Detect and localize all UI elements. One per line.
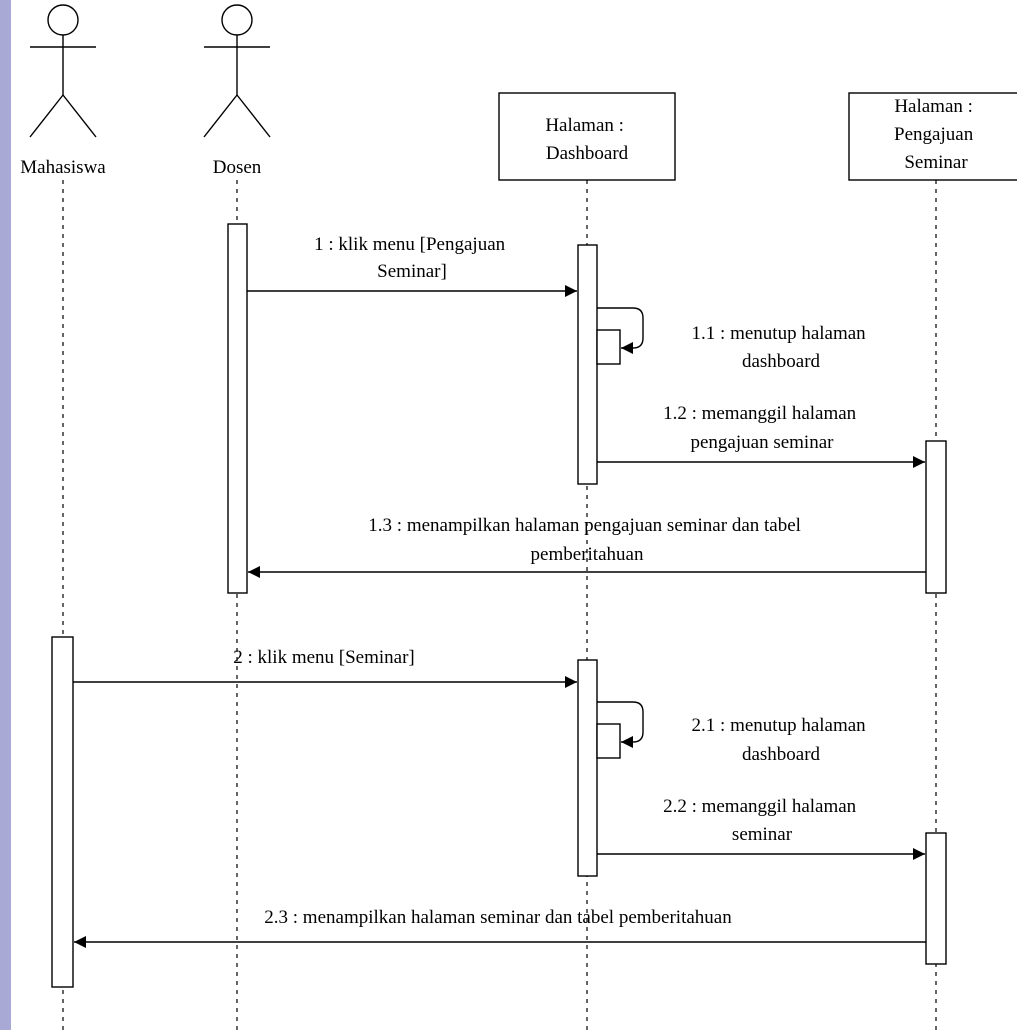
activation-pengajuan-1	[925, 440, 947, 594]
activation-dashboard-2	[577, 659, 598, 877]
participant-dashboard-box	[498, 92, 676, 181]
message-2-1-label: 2.1 : menutup halaman dashboard	[692, 715, 871, 765]
actor-mahasiswa-label: Mahasiswa	[20, 157, 106, 178]
left-margin-strip	[0, 0, 11, 1030]
message-2-2-label: 2.2 : memanggil halaman seminar	[663, 796, 861, 845]
activation-pengajuan-2	[925, 832, 947, 965]
actor-mahasiswa	[29, 4, 97, 138]
message-2-label: 2 : klik menu [Seminar]	[233, 647, 415, 668]
activation-dashboard-1	[577, 244, 598, 485]
message-1-1-self-arrow	[597, 307, 644, 354]
actor-dosen	[203, 4, 271, 138]
participant-dashboard-label: Halaman : Dashboard	[545, 115, 628, 164]
message-1-label: 1 : klik menu [Pengajuan Seminar]	[314, 234, 510, 282]
message-2-3-label: 2.3 : menampilkan halaman seminar dan ta…	[264, 907, 732, 928]
activation-dosen	[227, 223, 248, 594]
message-1-3-label: 1.3 : menampilkan halaman pengajuan semi…	[368, 515, 805, 565]
participant-pengajuan-seminar-label: Halaman : Pengajuan Seminar	[894, 96, 978, 173]
activation-dashboard-self-2	[596, 723, 621, 759]
actor-dosen-label: Dosen	[213, 157, 262, 178]
message-1-1-label: 1.1 : menutup halaman dashboard	[692, 323, 871, 372]
activation-mahasiswa	[51, 636, 74, 988]
message-1-2-label: 1.2 : memanggil halaman pengajuan semina…	[663, 403, 861, 453]
participant-pengajuan-seminar-box	[848, 92, 1017, 181]
message-2-1-self-arrow	[597, 701, 644, 748]
activation-dashboard-self-1	[596, 329, 621, 365]
